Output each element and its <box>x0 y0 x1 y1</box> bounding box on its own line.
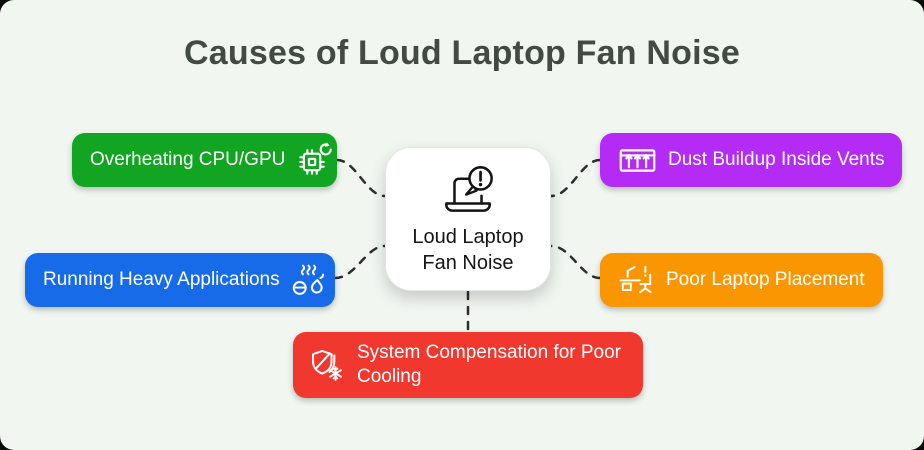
cause-label: Dust Buildup Inside Vents <box>668 149 885 170</box>
cause-poor-laptop-placement: Poor Laptop Placement <box>600 253 883 307</box>
cause-overheating-cpu-gpu: Overheating CPU/GPU <box>72 133 337 187</box>
page-title: Causes of Loud Laptop Fan Noise <box>184 34 740 72</box>
cause-label: Poor Laptop Placement <box>666 269 865 290</box>
connector-right <box>549 244 602 280</box>
cause-system-compensation-poor-cooling: System Compensation for Poor Cooling <box>293 332 643 398</box>
heat-steam-icon <box>291 264 326 296</box>
center-node-loud-laptop-fan-noise: Loud Laptop Fan Noise <box>385 147 551 291</box>
cause-label: Running Heavy Applications <box>43 269 280 290</box>
vent-dust-icon <box>618 144 657 177</box>
desk-workspace-icon <box>618 263 655 297</box>
cause-dust-buildup-inside-vents: Dust Buildup Inside Vents <box>600 133 902 187</box>
cause-running-heavy-applications: Running Heavy Applications <box>25 253 335 307</box>
shield-snowflake-icon <box>309 348 346 382</box>
cause-label: Overheating CPU/GPU <box>90 149 286 170</box>
cpu-overclock-icon <box>296 142 333 178</box>
laptop-alert-icon <box>437 162 499 218</box>
connector-top-left <box>335 158 387 198</box>
center-node-label: Loud Laptop Fan Noise <box>412 226 524 274</box>
connector-top-right <box>549 158 602 198</box>
connector-left <box>333 244 387 280</box>
cause-label: System Compensation for Poor Cooling <box>357 342 622 387</box>
